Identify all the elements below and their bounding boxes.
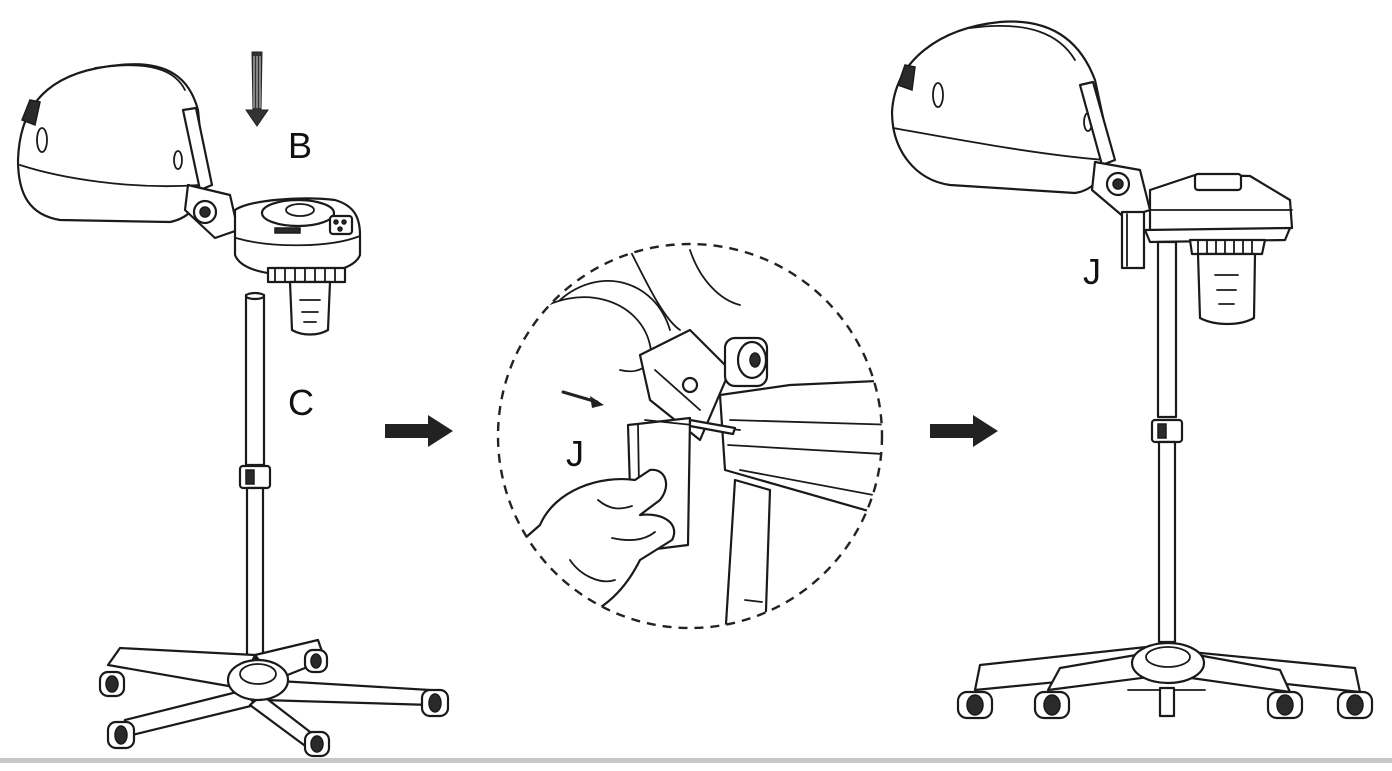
step3-assembled: J [890,20,1374,720]
step3-star-base [956,641,1374,720]
detail-circle-outline [496,242,884,630]
label-j-detail: J [566,433,584,474]
next-step-arrow-icon [930,415,998,447]
step3-hinge [1090,160,1152,270]
label-j-assembled: J [1083,251,1101,292]
step3-pole [1150,240,1184,644]
pointer-arrow-icon [561,390,604,408]
step3-hood [890,20,1117,195]
step3-caster [1336,690,1374,720]
label-b: B [288,125,312,166]
step3-caster [956,690,994,720]
step1-caster [106,720,136,750]
step1-pole [238,291,272,660]
detail-view-content [498,249,882,628]
step3-caster [1266,690,1304,720]
step1-star-base [98,638,450,758]
step3-caster [1033,690,1071,720]
down-arrow-icon [245,51,269,127]
step1-assembly: B C [16,51,450,758]
step3-steamer-body [1143,172,1294,326]
step1-hinge [183,183,240,240]
detail-view: J [496,242,884,630]
bottom-rule [0,758,1392,763]
next-step-arrow-icon [385,415,453,447]
step1-hood [16,63,214,224]
step1-caster [303,730,331,758]
step1-caster [420,688,450,718]
label-c: C [288,382,314,423]
step1-steamer-body [233,197,362,336]
step1-caster [303,648,329,674]
step1-caster [98,670,126,698]
